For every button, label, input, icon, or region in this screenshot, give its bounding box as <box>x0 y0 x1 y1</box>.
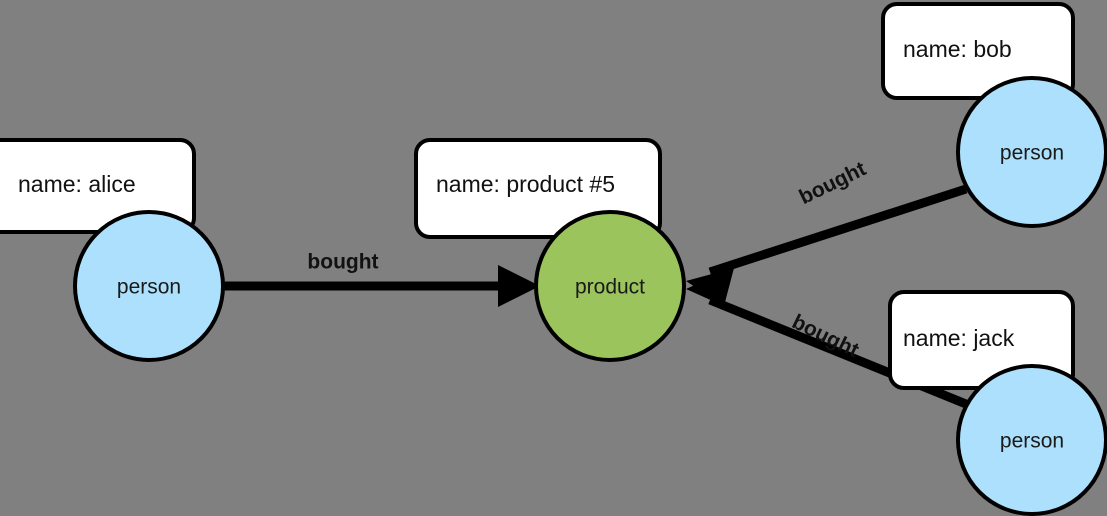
node-label: product <box>575 276 645 299</box>
node-shape <box>956 76 1107 228</box>
tooltip-label: name: product #5 <box>436 171 615 197</box>
edge-bob-product[interactable] <box>686 184 968 306</box>
node-person-alice[interactable]: person <box>73 210 225 362</box>
tooltip-bob: name: bob <box>881 2 1075 100</box>
tooltip-alice: name: alice <box>0 138 196 234</box>
node-person-bob[interactable]: person <box>956 76 1107 228</box>
node-label: person <box>1000 430 1064 453</box>
arrowhead-icon <box>498 265 540 307</box>
tooltip-label: name: bob <box>903 36 1012 62</box>
node-person-jack[interactable]: person <box>956 364 1107 516</box>
edge-label-bob-product: bought <box>796 157 870 209</box>
tooltip-label: name: alice <box>18 171 136 197</box>
edge-line <box>708 184 968 277</box>
node-product-5[interactable]: product <box>534 210 686 362</box>
edge-label-jack-product: bought <box>788 310 862 362</box>
tooltip-label: name: jack <box>903 325 1015 351</box>
edge-label-alice-product: bought <box>307 251 378 274</box>
node-label: person <box>117 276 181 299</box>
tooltip-box <box>0 138 196 234</box>
tooltip-box <box>881 2 1075 100</box>
node-shape <box>73 210 225 362</box>
node-label: person <box>1000 142 1064 165</box>
node-shape <box>956 364 1107 516</box>
arrowhead-icon <box>686 268 732 306</box>
node-shape <box>534 210 686 362</box>
edge-alice-product[interactable] <box>224 265 540 307</box>
